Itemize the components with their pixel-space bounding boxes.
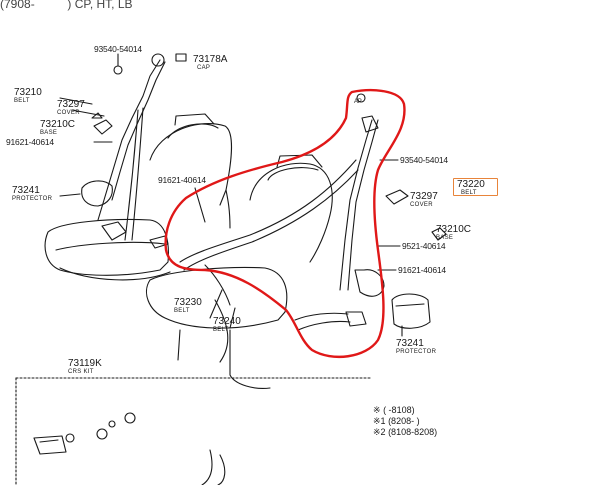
label-bolt-upper-left: 93540-54014 [94,44,142,54]
base-right-desc: BASE [436,235,454,241]
belt-center-a-desc: BELT [174,308,190,314]
protector-right-number: 73241 [396,338,424,349]
label-crs-kit: 73119K CRS KIT [68,359,102,376]
belt-right-desc: BELT [461,190,477,196]
base-left-number: 73210C [40,119,76,130]
label-base-right: 73210C BASE [436,225,471,242]
label-bolt-center: 91621-40614 [158,175,206,185]
belt-center-b-desc: BELT [213,327,229,333]
range-close: ) CP, HT, LB [67,0,133,11]
date-range-legend: ※ ( -8108) ※1 (8208- ) ※2 (8108-8208) [373,405,437,438]
belt-center-a-number: 73230 [174,297,202,308]
cover-left-desc: COVER [57,110,80,116]
crs-kit-desc: CRS KIT [68,369,94,375]
belt-left-number: 73210 [14,87,42,98]
base-left-desc: BASE [40,130,58,136]
cover-left-number: 73297 [57,99,85,110]
highlighted-part-box [453,178,498,196]
label-belt-left: 73210 BELT [14,88,42,105]
red-annotation-outline [164,89,406,358]
label-belt-right-highlight[interactable]: 73220 BELT [457,180,485,197]
cap-desc: CAP [197,65,211,71]
label-protector-left: 73241 PROTECTOR [12,186,52,203]
protector-right-desc: PROTECTOR [396,349,437,355]
protector-left-number: 73241 [12,185,40,196]
label-bolt-left-mid: 91621-40614 [6,137,54,147]
cover-right-number: 73297 [410,191,438,202]
legend-row: ※2 (8108-8208) [373,427,438,437]
belt-center-b-number: 73240 [213,316,241,327]
label-cover-left: 73297 COVER [57,100,85,117]
legend-row: ※ ( -8108) [373,405,415,415]
belt-left-desc: BELT [14,98,30,104]
base-right-number: 73210C [436,224,472,235]
label-bolt-right-upper: 93540-54014 [400,155,448,165]
range-open: (7908- [0,0,35,11]
model-range-header: (7908- ) CP, HT, LB [0,0,133,11]
label-belt-center-b: 73240 BELT [213,317,241,334]
label-bolt-right-lower: 91621-40614 [398,265,446,275]
cover-right-desc: COVER [410,202,433,208]
belt-right-number[interactable]: 73220 [457,179,485,190]
crs-kit-number: 73119K [68,358,102,369]
label-cover-right: 73297 COVER [410,192,438,209]
label-protector-right: 73241 PROTECTOR [396,339,436,356]
label-base-left: 73210C BASE [40,120,75,137]
legend-row: ※1 (8208- ) [373,416,420,426]
label-belt-center-a: 73230 BELT [174,298,202,315]
label-ap: AP [354,99,362,105]
protector-left-desc: PROTECTOR [12,196,53,202]
cap-number: 73178A [193,54,228,65]
label-cap: 73178A CAP [193,55,227,72]
label-bolt-right-mid: 9521-40614 [402,241,446,251]
